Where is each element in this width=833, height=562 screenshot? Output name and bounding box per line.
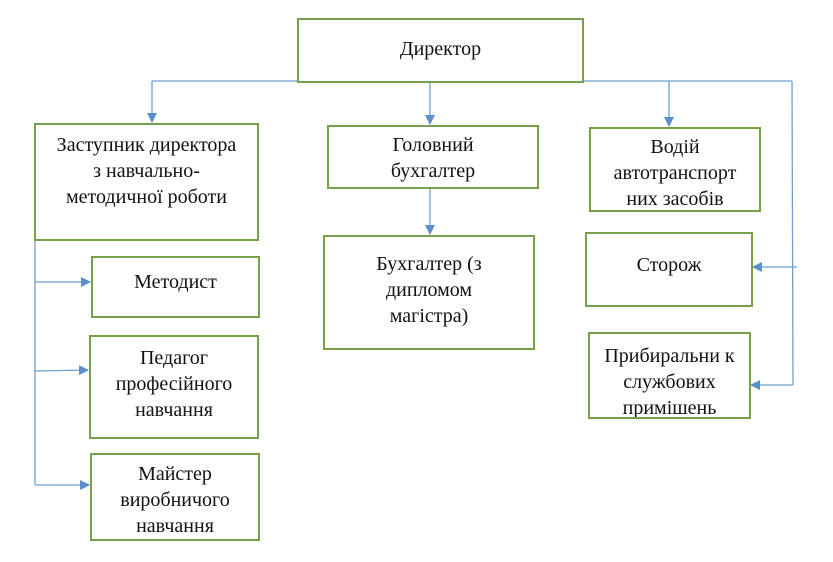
node-methodist: Методист (91, 256, 260, 318)
node-vocational-teacher: Педагог професійного навчання (89, 335, 259, 439)
connector-to-vocational-teacher (34, 365, 89, 376)
node-driver: Водій автотранспорт них засобів (589, 127, 761, 212)
node-cleaner: Прибиральни к службових примішень (588, 332, 751, 419)
node-chief-accountant: Головний бухгалтер (327, 125, 539, 189)
node-accountant: Бухгалтер (з дипломом магістра) (323, 235, 535, 350)
node-watchman: Сторож (585, 232, 753, 307)
connector-right-bus (791, 80, 794, 386)
node-deputy: Заступник директора з навчально-методичн… (34, 123, 259, 241)
node-director: Директор (297, 18, 584, 83)
node-master: Майстер виробничого навчання (90, 453, 260, 541)
